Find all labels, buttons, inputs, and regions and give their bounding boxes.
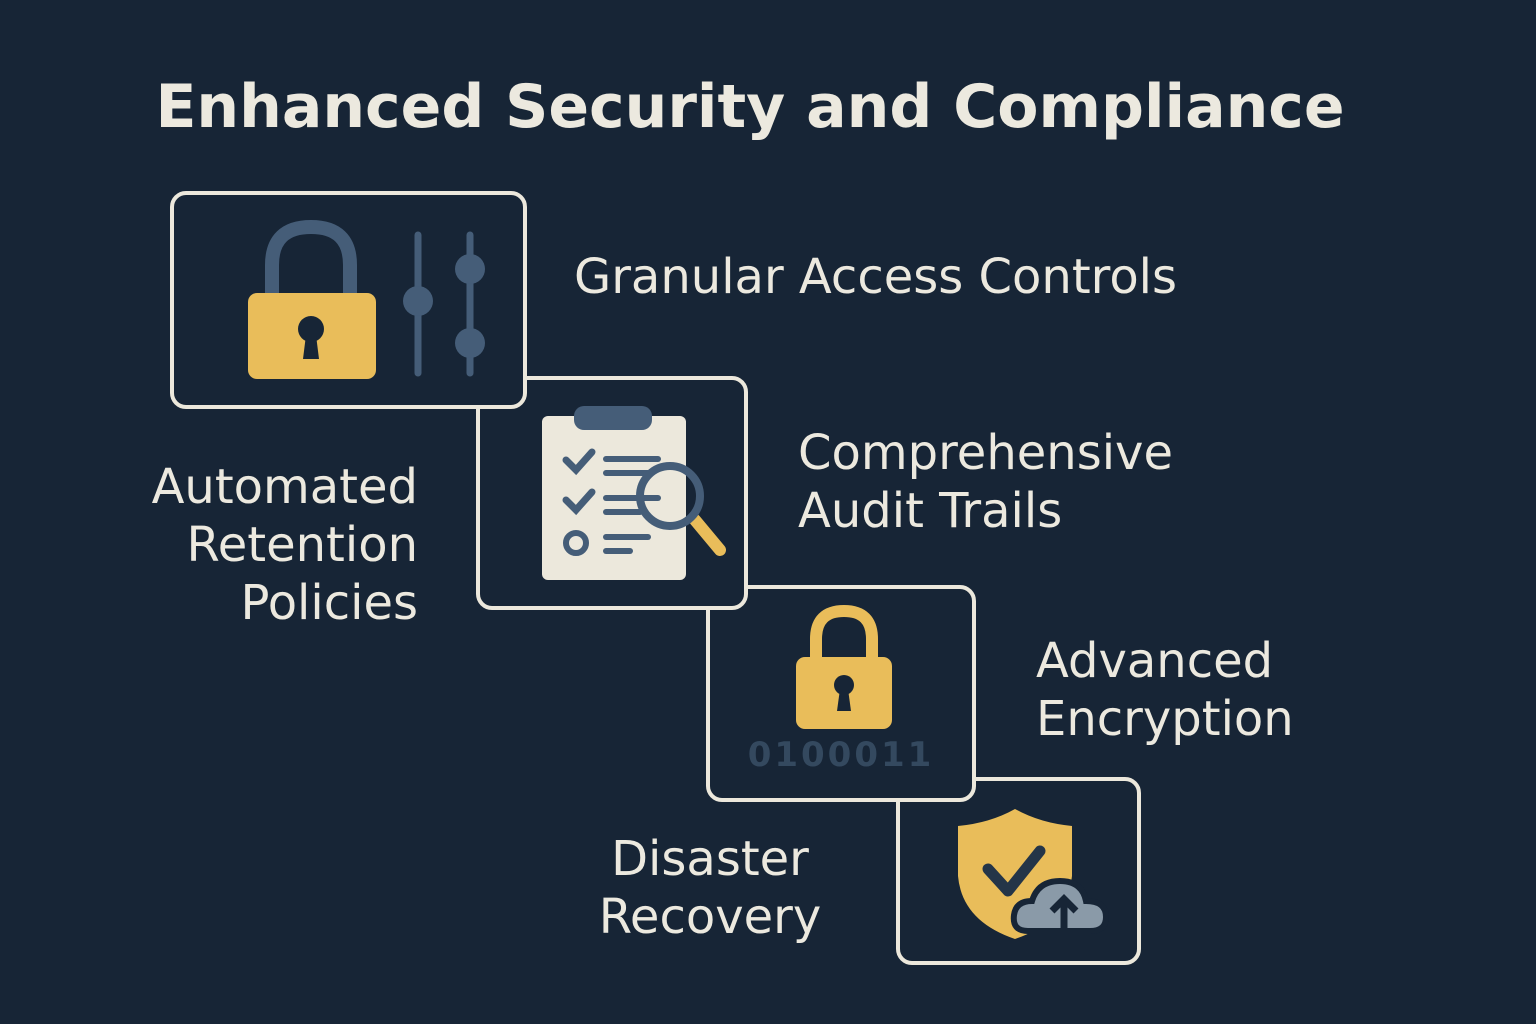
feature-label-retention-policies: Automated Retention Policies bbox=[100, 458, 418, 632]
label-line: Retention bbox=[186, 517, 418, 573]
label-line: Comprehensive bbox=[798, 425, 1173, 481]
advanced-encryption-card: 0100011 bbox=[706, 585, 976, 802]
label-line: Disaster bbox=[611, 831, 809, 887]
feature-label-encryption: Advanced Encryption bbox=[1036, 632, 1294, 748]
padlock-sliders-icon bbox=[248, 219, 485, 379]
binary-code: 0100011 bbox=[747, 735, 935, 775]
page-title: Enhanced Security and Compliance bbox=[155, 72, 1345, 142]
access-controls-card bbox=[170, 191, 527, 409]
feature-label-access-controls: Granular Access Controls bbox=[574, 248, 1177, 306]
clipboard-magnifier-icon bbox=[542, 406, 726, 580]
label-line: Granular Access Controls bbox=[574, 249, 1178, 305]
label-line: Audit Trails bbox=[798, 483, 1063, 539]
label-line: Policies bbox=[240, 575, 418, 631]
label-line: Recovery bbox=[598, 889, 822, 945]
label-line: Advanced bbox=[1036, 633, 1274, 689]
label-line: Encryption bbox=[1036, 691, 1294, 747]
disaster-recovery-card bbox=[896, 777, 1141, 965]
padlock-binary-icon bbox=[796, 604, 892, 729]
feature-label-audit-trails: Comprehensive Audit Trails bbox=[798, 424, 1173, 540]
label-line: Automated bbox=[151, 459, 418, 515]
feature-label-disaster-recovery: Disaster Recovery bbox=[580, 830, 840, 946]
shield-cloud-icon bbox=[958, 809, 1110, 939]
audit-trails-card bbox=[476, 376, 748, 610]
